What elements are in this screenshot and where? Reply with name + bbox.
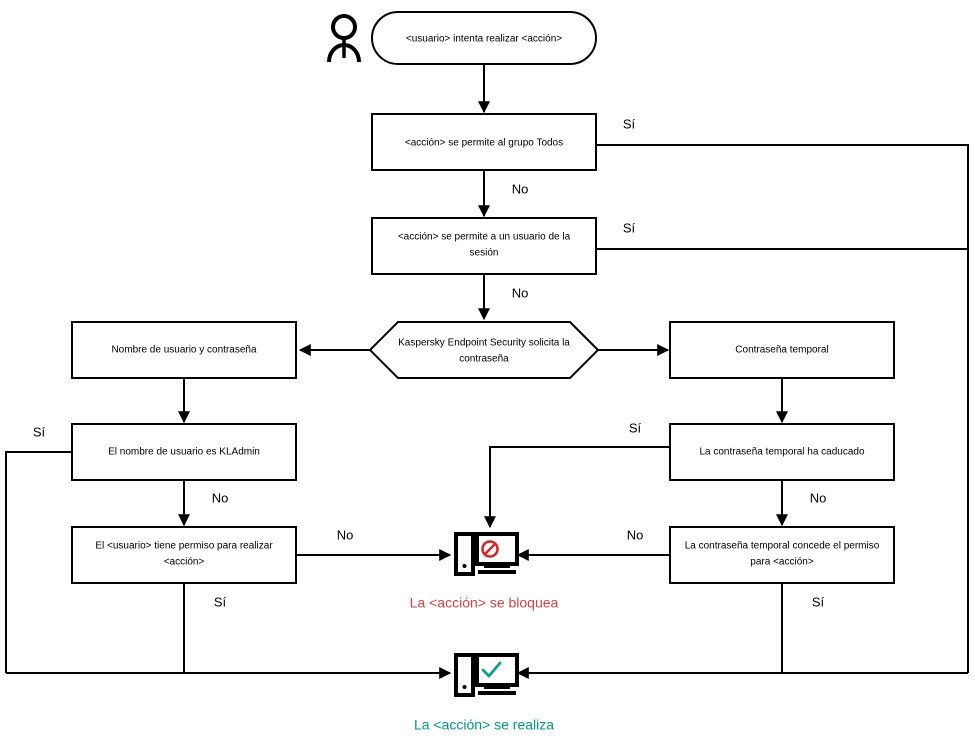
edge-label-kladmin-no: No [212, 490, 229, 505]
edge-label-permission-no: No [337, 527, 354, 542]
edge-label-permission-yes: Sí [214, 594, 227, 609]
edge-label-allow-session-yes: Sí [623, 220, 636, 235]
node-temp-password-label: Contraseña temporal [735, 345, 828, 356]
node-allow-session-user-label-1: <acción> se permite a un usuario de la [398, 232, 571, 243]
edge-allow-everyone-yes [596, 144, 969, 673]
computer-blocked-icon [454, 532, 519, 576]
node-allow-everyone [371, 113, 597, 171]
node-start-label: <usuario> intenta realizar <acción> [406, 34, 562, 45]
edge-label-grants-no: No [627, 527, 644, 542]
outcome-allowed-label: La <acción> se realiza [414, 717, 554, 733]
node-temp-password-expired-label: La contraseña temporal ha caducado [699, 447, 865, 458]
node-allow-session-user [371, 217, 597, 275]
node-temp-password-grants-label-1: La contraseña temporal concede el permis… [685, 541, 880, 552]
node-temp-password-grants [669, 526, 895, 584]
edge-kladmin-yes [5, 451, 72, 673]
node-username-password-label: Nombre de usuario y contraseña [111, 345, 257, 356]
edge-label-allow-session-no: No [512, 285, 529, 300]
node-allow-session-user-label-2: sesión [470, 248, 499, 259]
node-kes-prompt-label-2: contraseña [459, 354, 509, 365]
computer-allowed-icon [454, 653, 519, 697]
node-allow-everyone-label: <acción> se permite al grupo Todos [405, 138, 563, 149]
user-stick-figure-icon [327, 14, 361, 63]
node-user-has-permission-label-1: El <usuario> tiene permiso para realizar [95, 541, 273, 552]
edge-label-expired-yes: Sí [629, 420, 642, 435]
edge-label-grants-yes: Sí [812, 594, 825, 609]
node-temp-password-grants-label-2: para <acción> [750, 557, 814, 568]
edge-expired-yes-to-blocked [484, 446, 670, 529]
node-username-password [71, 321, 297, 379]
edge-label-expired-no: No [810, 490, 827, 505]
edge-label-allow-everyone-no: No [512, 181, 529, 196]
outcome-blocked-label: La <acción> se bloquea [410, 595, 559, 611]
node-user-has-permission [71, 526, 297, 584]
node-kes-prompt [368, 321, 600, 379]
node-temp-password [669, 321, 895, 379]
node-kes-prompt-label-1: Kaspersky Endpoint Security solicita la [398, 338, 570, 349]
edge-label-kladmin-yes: Sí [33, 424, 46, 439]
node-is-kladmin-label: El nombre de usuario es KLAdmin [108, 447, 260, 458]
node-user-has-permission-label-2: <acción> [164, 557, 205, 568]
edge-label-allow-everyone-yes: Sí [623, 116, 636, 131]
